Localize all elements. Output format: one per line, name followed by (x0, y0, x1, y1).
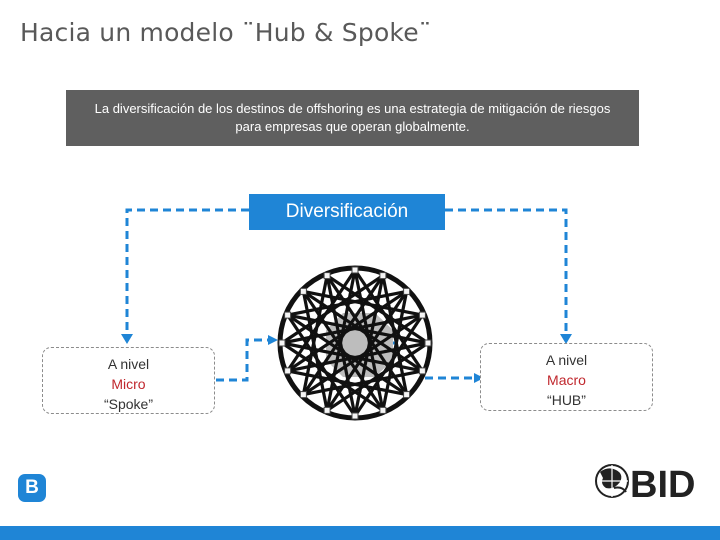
wheel-spoke (303, 289, 423, 317)
macro-line1: A nivel (545, 352, 588, 368)
wheel-node (278, 339, 286, 347)
globe-icon (595, 464, 629, 498)
arrowhead-right (560, 334, 572, 344)
macro-line2: Macro (547, 372, 586, 388)
quote-text: La diversificación de los destinos de of… (94, 101, 611, 134)
wheel-node (418, 311, 426, 319)
bottom-bar (0, 526, 720, 540)
wheel-node (299, 287, 307, 295)
wheel-node (379, 272, 387, 280)
corner-b-logo: B (18, 474, 46, 502)
wheel-node (424, 339, 432, 347)
corner-b-letter: B (25, 477, 39, 498)
micro-line1: A nivel (107, 356, 150, 372)
wheel-spokes (281, 269, 429, 417)
connector-left (125, 208, 249, 336)
arrowhead-macro (474, 373, 484, 383)
connector-micro-to-wheel (216, 338, 270, 382)
wheel-spoke (326, 274, 429, 345)
arrowhead-micro (268, 335, 278, 345)
macro-line3: “HUB” (547, 392, 586, 408)
wheel-node (403, 287, 411, 295)
wheel-node (403, 391, 411, 399)
slide-title: Hacia un modelo ¨Hub & Spoke¨ (20, 18, 432, 47)
micro-line3: “Spoke” (103, 396, 154, 412)
wheel-node (418, 367, 426, 375)
wheel-spoke (325, 274, 408, 396)
bid-logo: BID (595, 464, 695, 502)
wheel-nodes (278, 266, 432, 420)
wheel-node (284, 367, 292, 375)
bid-logo-text: BID (630, 464, 695, 502)
micro-level-box: A nivel Micro “Spoke” (42, 347, 215, 414)
arrowhead-left (121, 334, 133, 344)
connector-right (445, 208, 568, 336)
wheel-node (299, 391, 307, 399)
wheel-node (323, 272, 331, 280)
wheel-node (351, 266, 359, 274)
wheel-node (379, 406, 387, 414)
diversificacion-box: Diversificación (249, 194, 445, 230)
quote-box: La diversificación de los destinos de of… (66, 90, 639, 146)
wheel-node (351, 412, 359, 420)
diversificacion-label: Diversificación (285, 201, 409, 222)
wheel-node (323, 406, 331, 414)
micro-line2: Micro (111, 376, 146, 392)
wheel-node (284, 311, 292, 319)
macro-level-box: A nivel Macro “HUB” (480, 343, 653, 411)
